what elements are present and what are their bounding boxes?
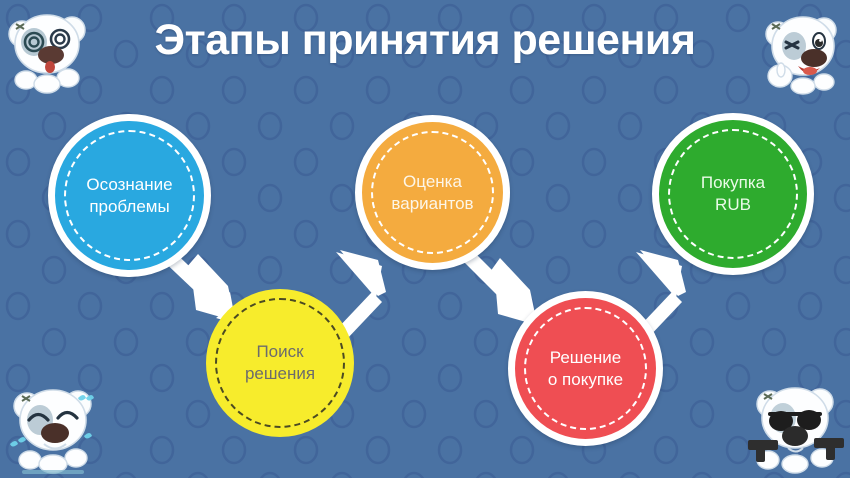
step-label-line2: о покупке — [547, 369, 624, 389]
step-label-line1: Оценка — [403, 171, 462, 191]
bear-sunglasses-icon — [748, 387, 844, 474]
step-label-line1: Решение — [549, 347, 622, 367]
step-circle-evaluation-of-options[interactable]: Оценка вариантов — [355, 115, 510, 270]
step-circle-search-for-solution[interactable]: Поиск решения — [206, 289, 354, 437]
step-circle-awareness-of-problem[interactable]: Осознание проблемы — [48, 114, 211, 277]
bear-happy-icon — [10, 389, 94, 474]
step-label-line1: Осознание — [86, 174, 173, 194]
step-label-line2: решения — [244, 364, 316, 383]
step-label-line1: Поиск — [256, 342, 304, 362]
step-label-line2: RUB — [715, 195, 751, 214]
step-circle-purchase[interactable]: Покупка RUB — [652, 113, 814, 275]
page-title: Этапы принятия решения — [154, 16, 696, 64]
step-label-line2: вариантов — [391, 193, 474, 213]
step-label-line2: проблемы — [89, 196, 170, 216]
step-label-line1: Покупка — [700, 173, 766, 193]
step-circle-purchase-decision[interactable]: Решение о покупке — [508, 291, 663, 446]
